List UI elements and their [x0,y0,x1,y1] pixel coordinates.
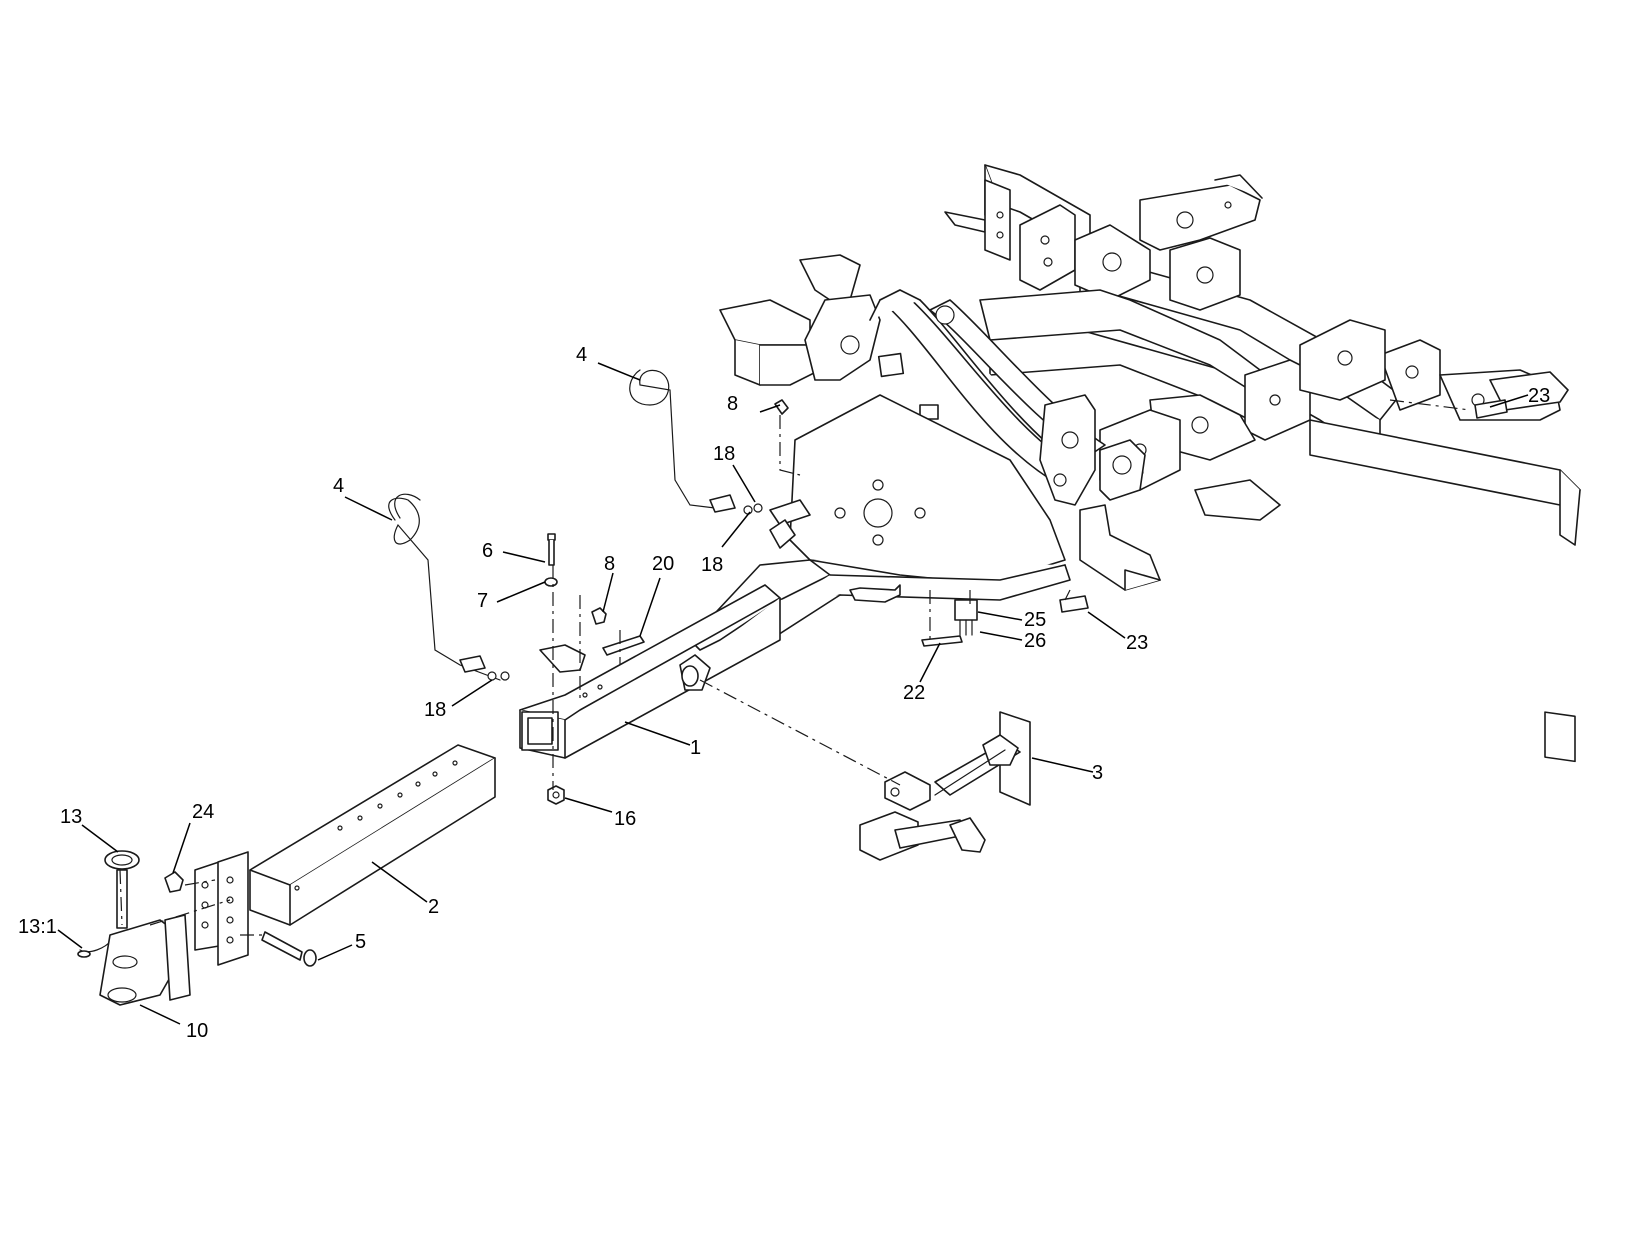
callout-5: 5 [355,931,367,953]
callout-1: 1 [690,737,702,759]
callout-8-b: 8 [604,553,616,575]
assembly-centerlines [119,399,1471,936]
callout-8-a: 8 [727,393,739,415]
callout-3: 3 [1092,762,1104,784]
callout-16: 16 [614,808,637,830]
callout-18-b: 18 [713,443,736,465]
callout-4-a: 4 [333,475,345,497]
callout-7: 7 [477,590,489,612]
hardware [77,399,1508,1006]
callout-2: 2 [428,896,440,918]
callout-13: 13 [60,806,83,828]
tongue-tube [519,584,781,759]
safety-chains [388,369,811,681]
callout-26: 26 [1024,630,1047,652]
callout-leaders [57,362,1529,1025]
jack-stand [859,711,1031,861]
callout-22: 22 [903,682,926,704]
callout-10: 10 [186,1020,209,1042]
callout-20: 20 [652,553,675,575]
callout-24: 24 [192,801,215,823]
callout-23-a: 23 [1528,385,1551,407]
callout-6: 6 [482,540,494,562]
callout-18-a: 18 [424,699,447,721]
callout-23-b: 23 [1126,632,1149,654]
hitch-extension [194,744,496,966]
callout-18-c: 18 [701,554,724,576]
callout-13-1: 13:1 [18,916,57,938]
callout-4-b: 4 [576,344,588,366]
callout-25: 25 [1024,609,1047,631]
